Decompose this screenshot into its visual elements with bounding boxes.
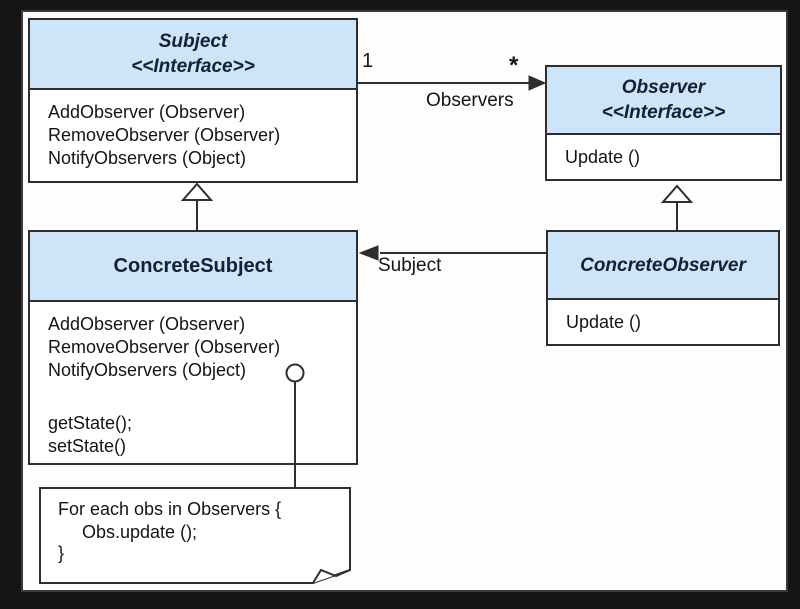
class-subject-header: Subject <<Interface>> <box>30 20 356 90</box>
association-observers-label: Observers <box>426 90 514 111</box>
method-item: getState(); <box>48 413 133 433</box>
association-subject-label: Subject <box>378 255 442 276</box>
class-box-concrete-observer: ConcreteObserver Update () <box>546 230 780 346</box>
note-line: } <box>58 543 65 563</box>
multiplicity-many-label: * <box>509 52 519 79</box>
method-spacer <box>48 382 350 412</box>
class-observer-header: Observer <<Interface>> <box>547 67 780 135</box>
class-box-subject: Subject <<Interface>> AddObserver (Obser… <box>28 18 358 183</box>
class-concrete-subject-header: ConcreteSubject <box>30 232 356 302</box>
method-item: RemoveObserver (Observer) <box>48 125 281 145</box>
class-subject-methods: AddObserver (Observer) RemoveObserver (O… <box>30 90 356 170</box>
class-subject-stereotype: <<Interface>> <box>131 56 255 77</box>
method-item: Update () <box>566 312 642 332</box>
note-line: For each obs in Observers { <box>58 499 282 519</box>
method-item: AddObserver (Observer) <box>48 314 246 334</box>
method-item: setState() <box>48 436 127 456</box>
class-concrete-observer-header: ConcreteObserver <box>548 232 778 300</box>
method-item: AddObserver (Observer) <box>48 102 246 122</box>
class-concrete-observer-title: ConcreteObserver <box>580 254 746 276</box>
class-box-concrete-subject: ConcreteSubject AddObserver (Observer) R… <box>28 230 358 465</box>
class-box-observer: Observer <<Interface>> Update () <box>545 65 782 181</box>
note-line: Obs.update (); <box>82 522 198 542</box>
method-item: NotifyObservers (Object) <box>48 148 247 168</box>
method-item: RemoveObserver (Observer) <box>48 337 281 357</box>
class-subject-title: Subject <box>158 31 228 52</box>
class-observer-stereotype: <<Interface>> <box>601 102 726 123</box>
class-observer-title: Observer <box>621 77 706 98</box>
class-concrete-observer-methods: Update () <box>548 300 778 334</box>
class-observer-methods: Update () <box>547 135 780 169</box>
class-concrete-subject-title: ConcreteSubject <box>113 254 273 277</box>
multiplicity-one-label: 1 <box>362 50 374 72</box>
method-item: Update () <box>565 147 641 167</box>
method-item: NotifyObservers (Object) <box>48 360 247 380</box>
class-concrete-subject-methods: AddObserver (Observer) RemoveObserver (O… <box>30 302 356 458</box>
